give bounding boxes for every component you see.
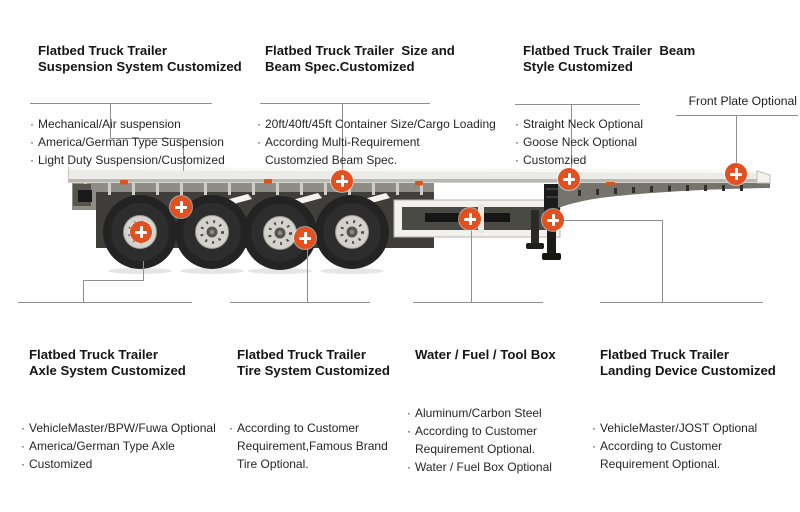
plus-icon: [547, 214, 559, 226]
landing-gear-hotspot[interactable]: [542, 209, 564, 231]
callout-item: Goose Neck Optional: [515, 133, 695, 151]
connector-landing: [563, 220, 663, 302]
callout-title: Flatbed Truck Trailer Suspension System …: [38, 43, 242, 74]
callout-item: According Multi-Requirement Customzied B…: [257, 133, 496, 169]
callout-item: According to Customer Requirement,Famous…: [229, 419, 390, 473]
tire-hotspot[interactable]: [294, 227, 316, 249]
callout-title: Flatbed Truck Trailer Tire System Custom…: [237, 347, 390, 378]
callout-suspension: Flatbed Truck Trailer Suspension System …: [30, 7, 242, 205]
callout-landing: Flatbed Truck Trailer Landing Device Cus…: [592, 311, 776, 509]
front-plate-label: Front Plate Optional: [688, 94, 797, 108]
callout-item: VehicleMaster/JOST Optional: [592, 419, 776, 437]
plus-icon: [563, 173, 575, 185]
callout-item: America/German Type Suspension: [30, 133, 242, 151]
front-plate: [756, 170, 771, 184]
plus-icon: [464, 213, 476, 225]
callout-tire: Flatbed Truck Trailer Tire System Custom…: [229, 311, 390, 509]
callout-title: Water / Fuel / Tool Box: [415, 347, 556, 362]
gooseneck: [558, 181, 770, 208]
callout-toolbox: Water / Fuel / Tool Box Aluminum/Carbon …: [407, 311, 556, 512]
trailer-illustration: [18, 103, 798, 303]
suspension-hotspot[interactable]: [170, 196, 192, 218]
front-plate-hotspot[interactable]: [725, 163, 747, 185]
plus-icon: [336, 175, 348, 187]
callout-item: America/German Type Axle: [21, 437, 216, 455]
callout-item: Mechanical/Air suspension: [30, 115, 242, 133]
callout-item: Aluminum/Carbon Steel: [407, 404, 556, 422]
plus-icon: [730, 168, 742, 180]
callout-title: Flatbed Truck Trailer Landing Device Cus…: [600, 347, 776, 378]
callout-axle: Flatbed Truck Trailer Axle System Custom…: [21, 311, 216, 509]
callout-item: Light Duty Suspension/Customized: [30, 151, 242, 169]
callout-title: Flatbed Truck Trailer Size and Beam Spec…: [265, 43, 455, 74]
callout-item: Water / Fuel Box Optional: [407, 458, 556, 476]
callout-item: VehicleMaster/BPW/Fuwa Optional: [21, 419, 216, 437]
plus-icon: [135, 226, 147, 238]
axle-hotspot[interactable]: [130, 221, 152, 243]
wheel-3: [243, 196, 317, 270]
callout-item: Straight Neck Optional: [515, 115, 695, 133]
plus-icon: [175, 201, 187, 213]
callout-item: Customized: [21, 455, 216, 473]
callout-item: Customzied: [515, 151, 695, 169]
callout-beam-spec: Flatbed Truck Trailer Size and Beam Spec…: [257, 7, 496, 205]
callout-title: Flatbed Truck Trailer Beam Style Customi…: [523, 43, 696, 74]
wheel-4: [315, 195, 389, 269]
beam-style-hotspot[interactable]: [558, 168, 580, 190]
callout-item: According to Customer Requirement Option…: [592, 437, 776, 473]
landing-gear: [526, 184, 561, 260]
connector-axle: [83, 261, 144, 302]
callout-title: Flatbed Truck Trailer Axle System Custom…: [29, 347, 186, 378]
plus-icon: [299, 232, 311, 244]
wheel-2: [175, 195, 249, 269]
callout-item: 20ft/40ft/45ft Container Size/Cargo Load…: [257, 115, 496, 133]
toolbox-hotspot[interactable]: [459, 208, 481, 230]
callout-item: According to Customer Requirement Option…: [407, 422, 556, 458]
beam-spec-hotspot[interactable]: [331, 170, 353, 192]
infographic: Flatbed Truck Trailer Suspension System …: [0, 0, 800, 400]
callout-beam-style: Flatbed Truck Trailer Beam Style Customi…: [515, 7, 695, 205]
side-lamps: [120, 179, 615, 186]
